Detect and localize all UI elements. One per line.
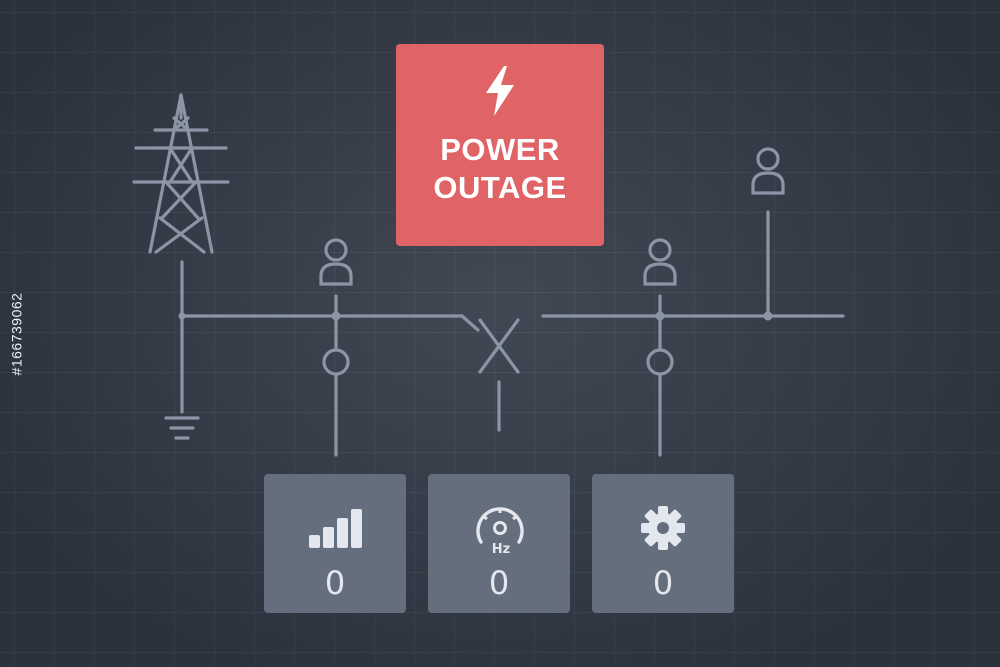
signal-bars-icon [307,504,363,552]
settings-value: 0 [652,564,674,602]
consumer-user-icon [319,238,353,286]
stock-id-text: #166739062 [8,292,24,375]
signal-value: 0 [324,564,346,602]
alert-line-2: OUTAGE [433,170,567,205]
signal-meter-panel: 0 [264,474,406,613]
lightning-bolt-icon [482,66,518,121]
frequency-unit-label: Hz [492,542,510,554]
stock-id-watermark: #166739062 [6,0,26,667]
consumer-user-icon [643,238,677,286]
frequency-meter-panel: Hz 0 [428,474,570,613]
left-bus-line [180,314,480,332]
broken-switch-icon [478,318,520,432]
power-outage-alert: POWER OUTAGE [396,44,604,246]
consumer-1-branch [322,294,350,457]
frequency-value: 0 [488,564,510,602]
junction-dots [178,311,773,321]
gear-icon [639,504,687,552]
alert-line-1: POWER [440,132,560,167]
transmission-tower-icon [132,93,230,254]
consumer-2-branch [646,294,674,457]
ground-icon [164,416,200,440]
alert-label: POWER OUTAGE [433,131,566,207]
settings-meter-panel: 0 [592,474,734,613]
frequency-gauge-icon: Hz [469,504,529,554]
consumer-user-icon [751,147,785,195]
